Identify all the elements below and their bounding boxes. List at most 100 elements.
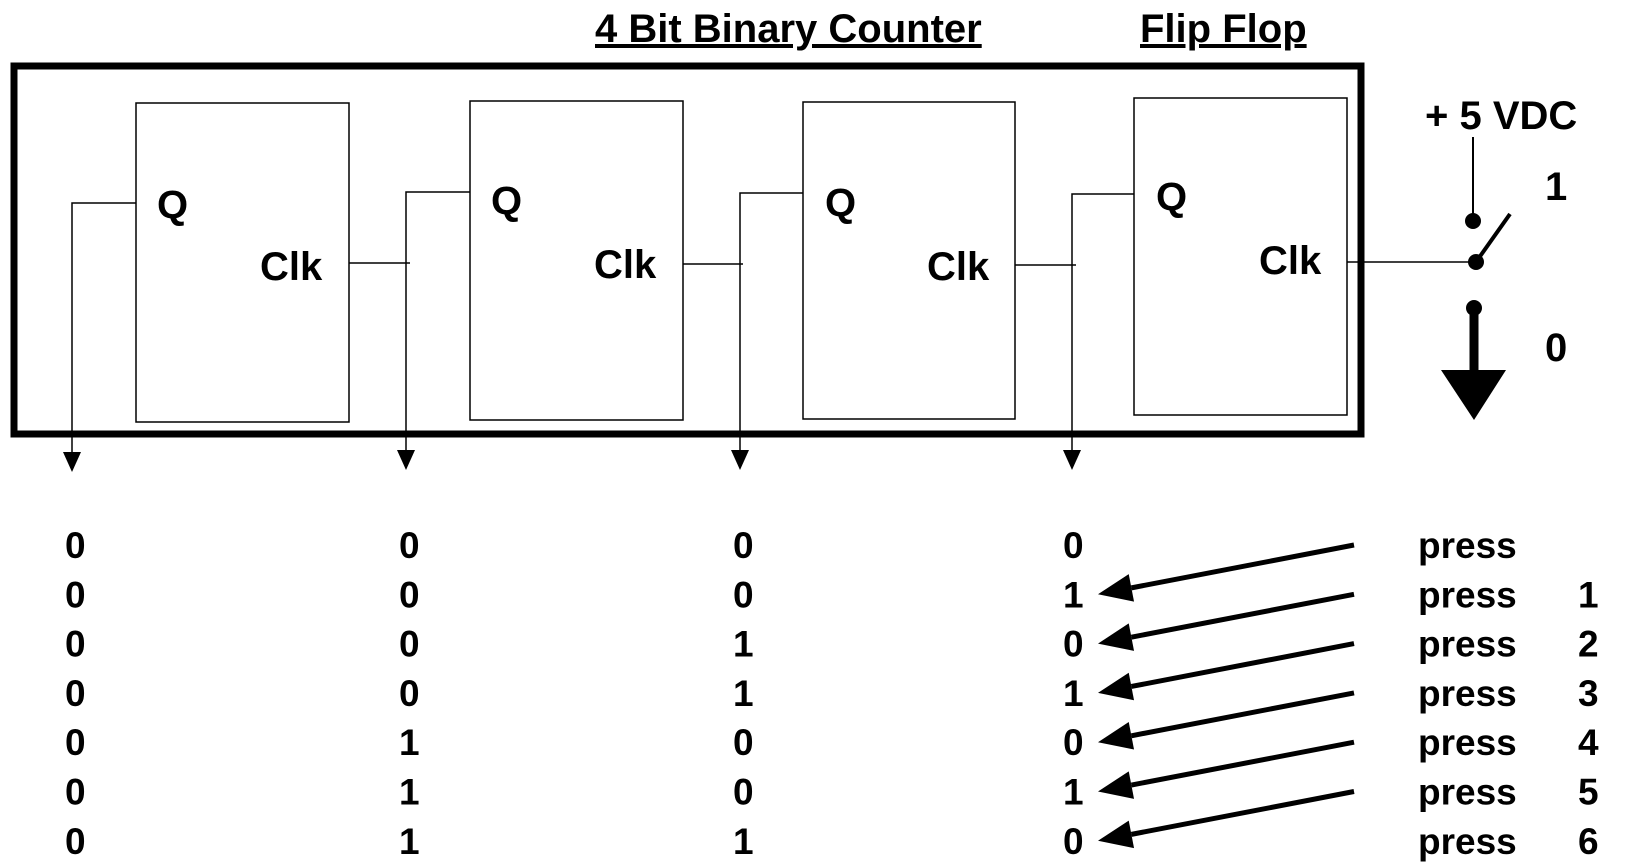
flip-flop-1-clk-label: Clk [260, 245, 323, 289]
press-number: 2 [1578, 624, 1599, 665]
flip-flop-3-box [802, 101, 1016, 420]
flip-flop-2-clk-label: Clk [594, 243, 657, 287]
bit-value: 0 [399, 525, 420, 566]
bit-value: 0 [1063, 525, 1084, 566]
supply-label: + 5 VDC [1425, 94, 1577, 138]
bit-value: 1 [1063, 673, 1084, 714]
bit-value: 1 [1063, 772, 1084, 813]
bit-value: 1 [733, 624, 754, 665]
down-arrow-icon [1063, 450, 1081, 470]
arrow-shaft [1130, 542, 1355, 591]
flip-flop-1-q-label: Q [157, 183, 188, 227]
down-arrow-icon [397, 450, 415, 470]
press-arrows [1098, 542, 1355, 849]
table-row: 0 0 1 0 press 2 [65, 624, 1599, 665]
bit-value: 1 [399, 772, 420, 813]
left-arrow-icon [1098, 771, 1135, 799]
arrow-shaft [1130, 789, 1355, 837]
q-output-wire-1 [71, 202, 136, 452]
counter-title: 4 Bit Binary Counter [595, 7, 982, 51]
flip-flop-2-q-label: Q [491, 179, 522, 223]
flip-flop-2: Q Clk [469, 100, 684, 421]
bit-value: 0 [399, 624, 420, 665]
press-arrow [1098, 591, 1355, 651]
press-label: press [1418, 525, 1517, 566]
switch-low-label: 0 [1545, 326, 1567, 370]
bit-value: 1 [399, 722, 420, 763]
table-row: 0 0 1 1 press 3 [65, 673, 1599, 714]
q-output-arrowheads [63, 450, 1081, 472]
bit-value: 1 [733, 821, 754, 862]
arrow-shaft [1130, 641, 1355, 689]
press-label: press [1418, 574, 1517, 615]
press-arrow [1098, 690, 1355, 750]
q-output-wire-2 [405, 191, 470, 450]
press-number: 5 [1578, 772, 1599, 813]
q-output-wires [71, 191, 1134, 452]
bit-value: 0 [733, 722, 754, 763]
bit-value: 0 [733, 574, 754, 615]
down-arrow-icon [731, 450, 749, 470]
flip-flop-1: Q Clk [135, 102, 350, 423]
flip-flop-2-box [469, 100, 684, 421]
table-row: 0 1 0 1 press 5 [65, 772, 1599, 813]
table-row: 0 1 1 0 press 6 [65, 821, 1599, 862]
press-number: 6 [1578, 821, 1599, 862]
press-number: 1 [1578, 574, 1599, 615]
bit-value: 0 [65, 525, 86, 566]
toggle-switch: + 5 VDC 1 0 [1425, 94, 1577, 420]
bit-value: 0 [399, 673, 420, 714]
flip-flop-4-box [1133, 97, 1348, 416]
press-label: press [1418, 673, 1517, 714]
bit-value: 0 [65, 772, 86, 813]
press-label: press [1418, 772, 1517, 813]
press-arrow [1098, 739, 1355, 799]
ground-arrow-icon [1441, 370, 1506, 420]
bit-value: 0 [65, 821, 86, 862]
press-number: 3 [1578, 673, 1599, 714]
flip-flop-3: Q Clk [802, 101, 1016, 420]
flip-flop-4: Q Clk [1133, 97, 1348, 416]
bit-value: 0 [733, 772, 754, 813]
table-row: 0 0 0 1 press 1 [65, 574, 1599, 615]
arrow-shaft [1130, 690, 1355, 739]
bit-value: 0 [399, 574, 420, 615]
press-arrow [1098, 641, 1355, 701]
table-row: 0 0 0 0 press [65, 525, 1517, 566]
press-arrow [1098, 542, 1355, 602]
arrow-shaft [1130, 739, 1355, 788]
left-arrow-icon [1098, 820, 1135, 849]
bit-value: 0 [733, 525, 754, 566]
press-label: press [1418, 722, 1517, 763]
switch-high-label: 1 [1545, 165, 1567, 209]
bit-value: 0 [1063, 722, 1084, 763]
switch-lever [1474, 212, 1512, 264]
bit-value: 1 [733, 673, 754, 714]
bit-value: 0 [1063, 624, 1084, 665]
left-arrow-icon [1098, 672, 1135, 701]
bit-value: 0 [65, 574, 86, 615]
bit-value: 1 [1063, 574, 1084, 615]
q-output-wire-4 [1071, 193, 1134, 450]
flip-flop-3-clk-label: Clk [927, 245, 990, 289]
bit-value: 0 [65, 624, 86, 665]
bit-value: 0 [65, 673, 86, 714]
contact-high-dot [1465, 213, 1481, 229]
clk-wires [349, 261, 1476, 266]
press-label: press [1418, 821, 1517, 862]
counter-enclosure [10, 62, 1365, 438]
table-row: 0 1 0 0 press 4 [65, 722, 1599, 763]
bit-value: 1 [399, 821, 420, 862]
left-arrow-icon [1098, 574, 1135, 602]
press-arrow [1098, 789, 1355, 849]
bit-value: 0 [65, 722, 86, 763]
bit-value: 0 [1063, 821, 1084, 862]
press-label: press [1418, 624, 1517, 665]
flip-flop-3-q-label: Q [825, 181, 856, 225]
flip-flop-4-clk-label: Clk [1259, 239, 1322, 283]
q-output-wire-3 [739, 192, 803, 450]
flip-flop-4-q-label: Q [1156, 175, 1187, 219]
press-number: 4 [1578, 722, 1599, 763]
arrow-shaft [1130, 591, 1355, 640]
